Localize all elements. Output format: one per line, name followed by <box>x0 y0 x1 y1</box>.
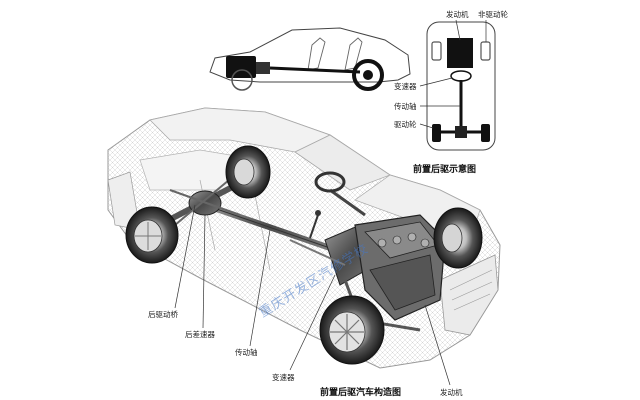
label-rear-drive-axle: 后驱动桥 <box>148 310 178 319</box>
caption-schematic: 前置后驱示意图 <box>413 165 477 175</box>
top-schematic <box>426 21 496 151</box>
label-engine: 发动机 <box>440 388 463 397</box>
caption-structure: 前置后驱汽车构造图 <box>320 388 402 398</box>
leader-lines-main <box>174 204 451 386</box>
leader-lines-top <box>419 19 487 129</box>
label-transmission: 变速器 <box>272 373 295 382</box>
label-top-engine: 发动机 <box>446 10 469 19</box>
label-top-driveshaft: 传动轴 <box>394 102 417 111</box>
label-top-transmission: 变速器 <box>394 82 417 91</box>
label-top-nondrive-wheel: 非驱动轮 <box>478 10 508 19</box>
label-top-drive-wheel: 驱动轮 <box>394 120 417 129</box>
wheels <box>125 145 483 365</box>
label-rear-differential: 后差速器 <box>185 330 215 339</box>
side-schematic <box>209 27 411 91</box>
label-driveshaft: 传动轴 <box>235 348 258 357</box>
